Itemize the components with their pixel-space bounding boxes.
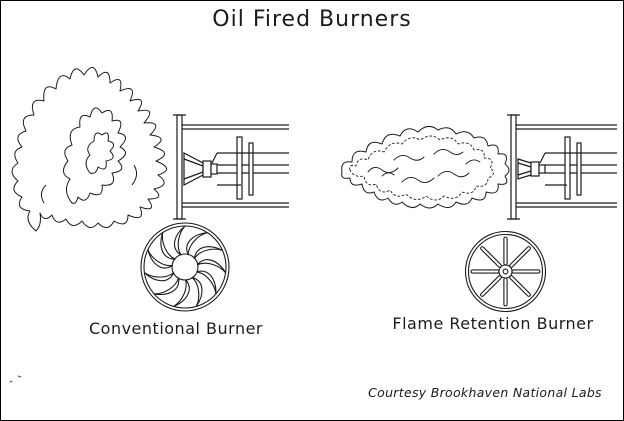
- retention-burner-assembly-icon: [507, 113, 619, 221]
- conventional-flame-icon: [6, 53, 178, 233]
- flame-retention-burner-label: Flame Retention Burner: [392, 314, 594, 333]
- retention-ring-icon: [463, 229, 548, 314]
- page-title: Oil Fired Burners: [212, 7, 412, 32]
- conventional-burner-label: Conventional Burner: [88, 319, 263, 338]
- conventional-burner-assembly-icon: [171, 113, 291, 221]
- retention-flame-icon: [338, 116, 513, 216]
- blower-wheel-icon: [139, 221, 231, 313]
- stray-mark: [8, 373, 24, 385]
- credit-text: Courtesy Brookhaven National Labs: [368, 385, 602, 400]
